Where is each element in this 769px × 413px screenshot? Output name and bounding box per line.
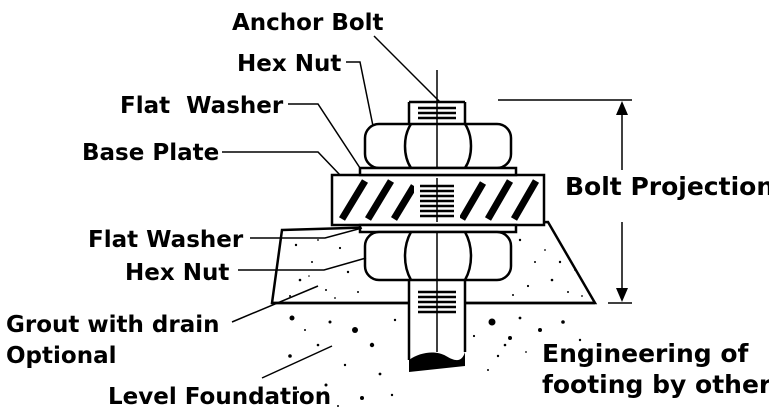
engineering-label-line2: footing by others	[542, 370, 769, 399]
bolt-projection-dimension	[498, 99, 632, 304]
leader-lines	[222, 35, 441, 379]
hex-nut-bottom-leader	[238, 257, 367, 271]
base-plate-label: Base Plate	[82, 140, 219, 166]
base-plate-leader	[222, 151, 341, 176]
grout-label-line1: Grout with drain	[6, 312, 220, 338]
flat-washer-top-leader	[288, 103, 361, 169]
hex-nut-bottom	[363, 230, 513, 282]
level-foundation-label: Level Foundation	[108, 384, 331, 410]
flat-washer-bottom-leader	[250, 227, 363, 239]
anchor-bolt-leader	[373, 35, 441, 103]
flat-washer-top	[358, 166, 518, 177]
hex-nut-top-leader	[346, 61, 374, 127]
engineering-label-line1: Engineering of	[542, 339, 750, 368]
flat-washer-bottom-label: Flat Washer	[88, 227, 244, 253]
level-foundation-leader	[261, 345, 333, 379]
hex-nut-top-label: Hex Nut	[237, 51, 341, 77]
hex-nut-top	[363, 122, 513, 170]
base-plate	[330, 173, 546, 227]
anchor-bolt-label: Anchor Bolt	[232, 10, 384, 36]
grout-label-line2: Optional	[6, 343, 116, 369]
grout-leader	[231, 285, 319, 323]
flat-washer-top-label: Flat Washer	[120, 93, 284, 119]
grout-speckles	[289, 238, 583, 299]
bolt-projection-label: Bolt Projection	[565, 172, 769, 201]
hex-nut-bottom-label: Hex Nut	[125, 260, 229, 286]
